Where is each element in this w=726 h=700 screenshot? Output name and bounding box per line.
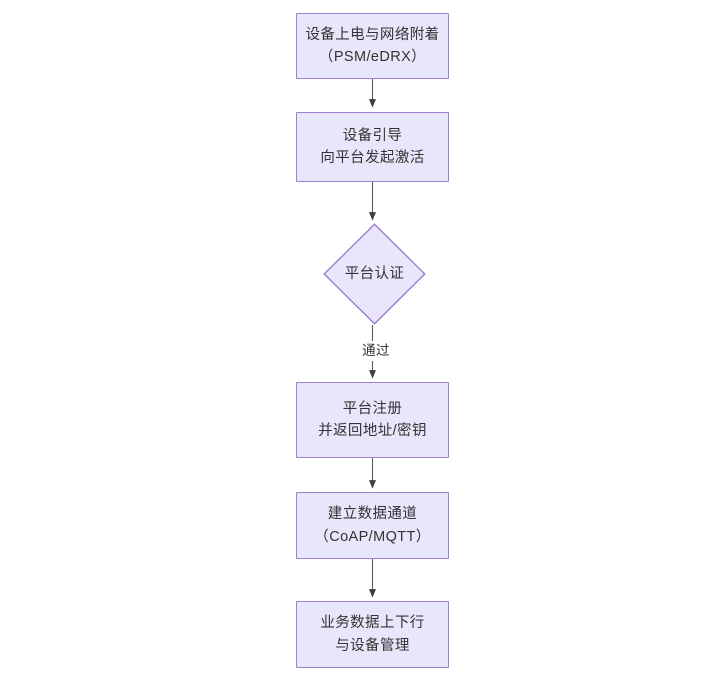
edge-label-pass: 通过 [351,341,401,362]
node-business-data-label: 业务数据上下行 与设备管理 [320,615,425,654]
node-platform-register[interactable]: 平台注册 并返回地址/密钥 [296,382,449,458]
node-power-on-label: 设备上电与网络附着 （PSM/eDRX） [305,26,440,65]
node-platform-register-label: 平台注册 并返回地址/密钥 [318,400,427,439]
node-bootstrap-label: 设备引导 向平台发起激活 [320,127,425,166]
node-bootstrap[interactable]: 设备引导 向平台发起激活 [296,112,449,182]
node-power-on[interactable]: 设备上电与网络附着 （PSM/eDRX） [296,13,449,79]
node-platform-auth[interactable]: 平台认证 [323,223,426,325]
node-platform-auth-label: 平台认证 [344,265,405,282]
node-data-channel-label: 建立数据通道 （CoAP/MQTT） [314,506,431,545]
node-business-data[interactable]: 业务数据上下行 与设备管理 [296,601,449,668]
node-data-channel[interactable]: 建立数据通道 （CoAP/MQTT） [296,492,449,559]
diamond-shape [323,223,426,325]
